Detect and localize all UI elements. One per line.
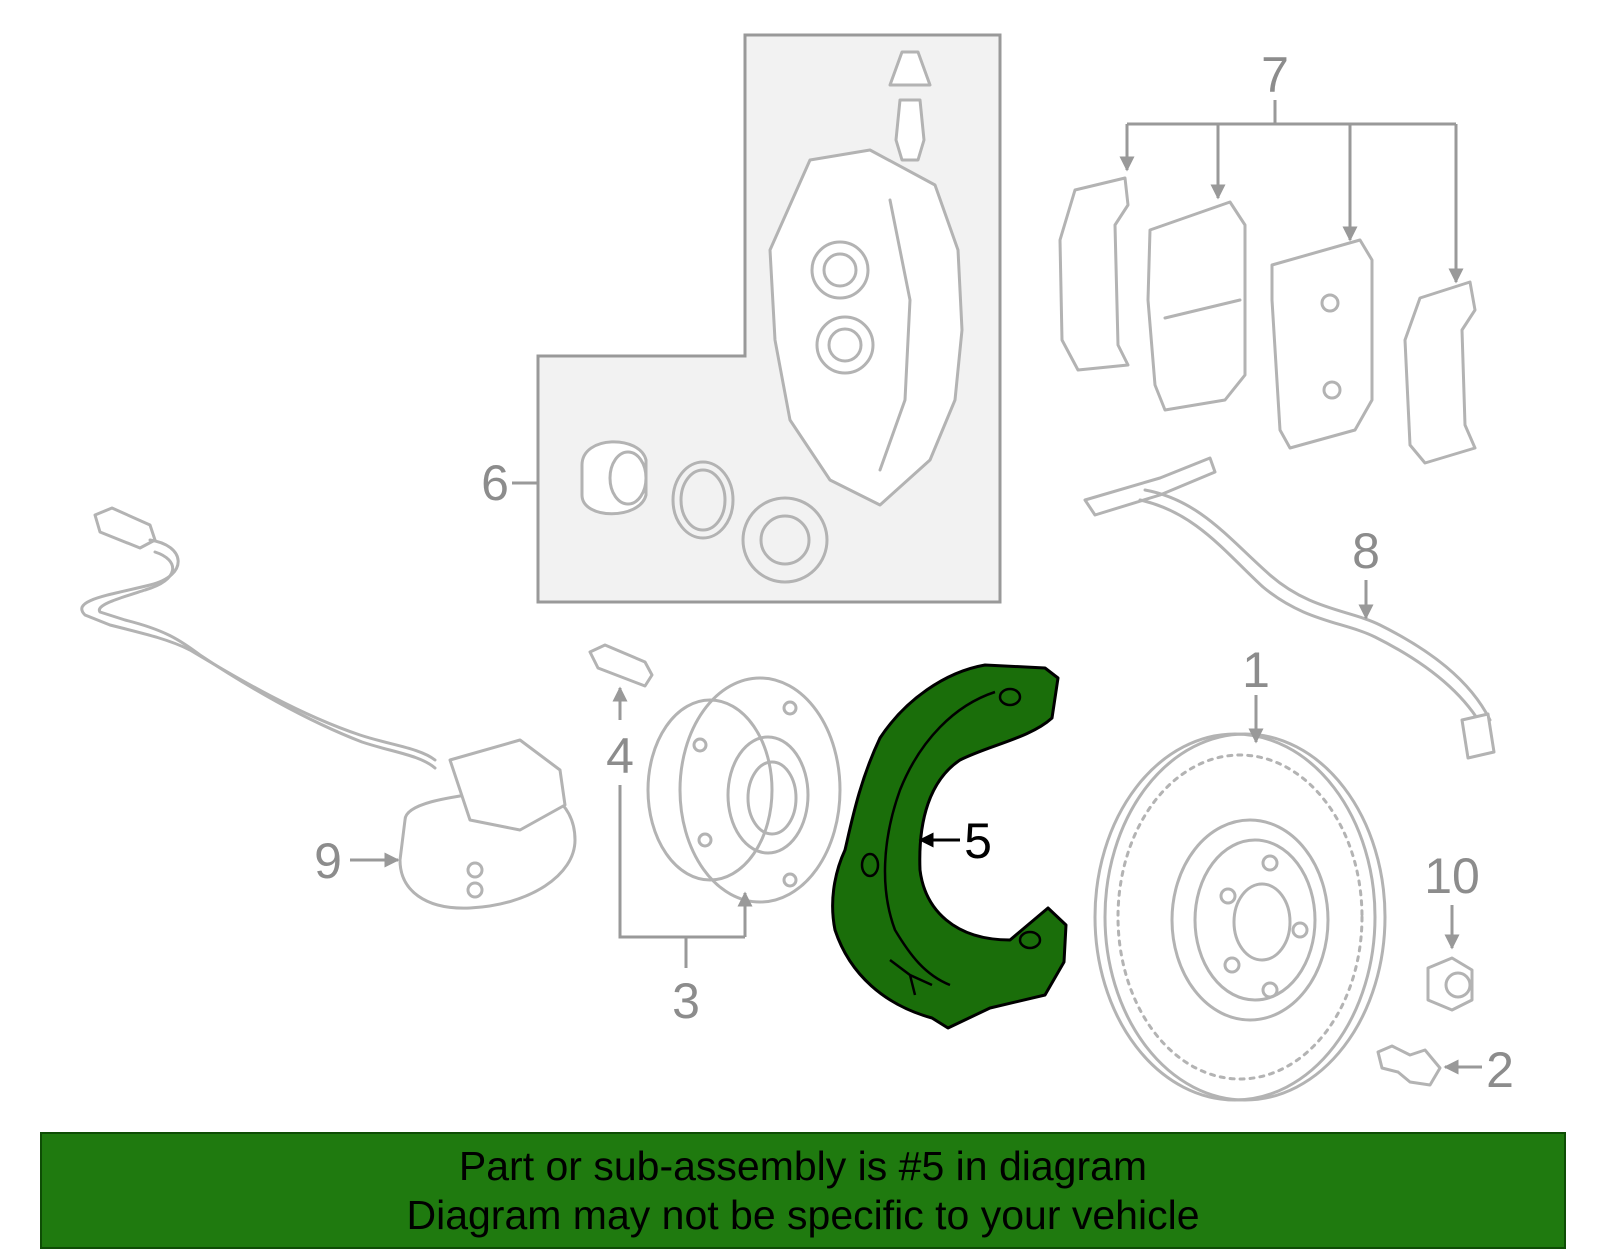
rotor-vane-ring [1116,753,1364,1081]
caliper-rib [878,198,912,472]
brake-pads-group: 7 [1058,47,1477,465]
rotor-lug-hole-3 [1223,956,1241,974]
wheel-speed-sensor-group: 9 [80,506,577,910]
speed-sensor-mount-hole-2 [466,881,484,899]
speed-sensor-head [93,506,157,550]
rotor-center-bore [1232,882,1292,962]
caliper-piston-bore-lower-inner [827,327,863,363]
dust-shield [831,663,1068,1030]
wear-sensor-wire-2 [1138,498,1485,730]
wheel-stud-group: 4 [588,643,654,784]
hub-stud-hole-2 [692,737,708,753]
pad-2 [1146,200,1247,412]
callout-3-label: 3 [672,973,700,1029]
wheel-stud [588,643,654,688]
pad-3 [1270,238,1374,450]
notice-line-1: Part or sub-assembly is #5 in diagram [458,1143,1148,1189]
speed-sensor-cable [80,538,437,762]
callout-8-label: 8 [1352,523,1380,579]
pad-3-hole-upper [1320,293,1340,313]
hub-stud-hole-3 [697,832,713,848]
callout-7-label: 7 [1261,47,1289,103]
dust-shield-hole-upper [998,687,1022,707]
rotor-outer-edge [1103,732,1387,1102]
callout-1-label: 1 [1242,642,1270,698]
dust-shield-rib [883,690,996,987]
notice-line-2: Diagram may not be specific to your vehi… [406,1192,1200,1238]
bleeder-cap [888,50,932,87]
hub-bearing-group: 3 [618,676,842,1029]
caliper-piston-bore-upper-inner [822,252,858,288]
caliper-dust-boot [741,496,829,584]
caliper-piston-face [608,450,648,506]
bolt [1376,1044,1442,1087]
caliper-dust-boot-inner [759,514,811,566]
callout-10-label: 10 [1424,848,1480,904]
pad-2-groove [1163,298,1242,320]
callout-3-leader [618,785,745,968]
dust-shield-group: 5 [831,663,1068,1030]
pad-3-hole-lower [1322,380,1342,400]
dust-shield-hole-right [1018,930,1042,950]
speed-sensor-mount-hole-1 [466,861,484,879]
caliper-piston [580,440,648,516]
nut-group: 10 [1424,848,1480,1012]
rotor-group: 1 [1093,642,1387,1102]
hub-flange [678,676,842,904]
nut [1426,956,1474,1012]
dust-shield-tab-lower [889,959,933,996]
notice-banner: Part or sub-assembly is #5 in diagram Di… [40,1132,1566,1249]
caliper-seal-ring-inner [679,468,727,532]
caliper-kit-group [512,33,1002,604]
rotor-lug-hole-2 [1219,887,1237,905]
hub-bearing-outer [726,735,810,855]
rotor-hat [1170,818,1330,1022]
hub-bearing-inner [746,760,798,836]
bleeder-screw [894,98,926,162]
nut-bore [1444,971,1472,999]
pad-shim-4 [1403,280,1477,465]
rotor-lug-hole-5 [1291,921,1309,939]
hub-flange-back [646,698,774,882]
wear-sensor-wire [1143,488,1492,722]
caliper-piston-bore-lower [815,315,875,375]
wear-sensor-clip [1083,456,1217,517]
hub-stud-hole-1 [782,700,798,716]
callout-4-label: 4 [606,728,634,784]
rotor-lug-hole-1 [1261,854,1279,872]
rotor-lug-hole-4 [1261,981,1279,999]
wear-sensor-connector [1460,712,1496,760]
speed-sensor-cable-2 [97,550,437,770]
bolt-group: 2 [1376,1042,1514,1098]
dust-shield-hole-left [860,852,880,878]
callout-2-label: 2 [1486,1042,1514,1098]
caliper-seal-ring [671,460,735,540]
caliper-piston-bore-upper [810,240,870,300]
callout-5-label: 5 [964,813,992,869]
callout-7-leader [1127,100,1456,126]
rotor-hat-inner [1193,838,1317,1002]
callout-9-label: 9 [314,833,342,889]
wear-sensor-group: 8 [1083,456,1496,760]
hub-stud-hole-4 [782,872,798,888]
speed-sensor-body [448,738,567,832]
callout-6-label: 6 [481,455,509,511]
pad-shim-1 [1058,176,1130,372]
